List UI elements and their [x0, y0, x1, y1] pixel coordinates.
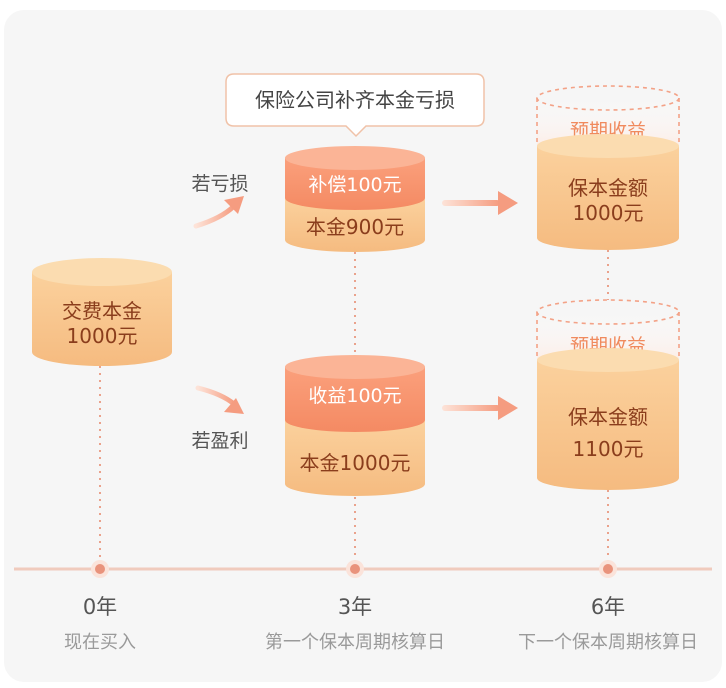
result-profit-guaranteed-amount: 1100元	[573, 437, 644, 461]
result-loss-guaranteed-label: 保本金额	[568, 176, 648, 200]
scenario-arrow-up	[193, 196, 244, 229]
timeline-dot-6	[599, 560, 617, 578]
start-principal-amount: 1000元	[67, 324, 138, 348]
timeline-dot-3	[346, 560, 364, 578]
result-loss-cylinder: 预期收益 保本金额 1000元	[536, 85, 680, 250]
callout-text: 保险公司补齐本金亏损	[255, 88, 455, 112]
scenario-profit-label: 若盈利	[191, 430, 248, 452]
timeline-year-0: 0年	[83, 595, 117, 619]
scenario-loss-label: 若亏损	[191, 173, 248, 195]
timeline-desc-0: 现在买入	[64, 632, 136, 653]
profit-cylinder: 收益100元 本金1000元	[285, 355, 425, 496]
timeline-dot-0	[91, 560, 109, 578]
scenario-arrow-down	[195, 385, 244, 414]
vertical-connectors	[99, 250, 609, 562]
timeline-year-3: 3年	[338, 595, 372, 619]
loss-principal-label: 本金900元	[306, 215, 404, 239]
timeline-desc-6: 下一个保本周期核算日	[518, 632, 698, 653]
result-loss-guaranteed-amount: 1000元	[573, 201, 644, 225]
arrow-loss-to-result	[442, 191, 518, 215]
loss-cylinder: 补偿100元 本金900元	[285, 146, 425, 252]
loss-compensation-label: 补偿100元	[308, 174, 401, 196]
timeline-desc-3: 第一个保本周期核算日	[265, 632, 445, 653]
start-cylinder: 交费本金 1000元	[32, 258, 172, 366]
arrow-profit-to-result	[442, 396, 518, 420]
result-profit-cylinder: 预期收益 保本金额 1100元	[536, 299, 680, 490]
callout-bubble: 保险公司补齐本金亏损	[225, 73, 485, 138]
start-principal-label: 交费本金	[62, 299, 142, 323]
timeline-year-6: 6年	[591, 595, 625, 619]
timeline: 0年 现在买入 3年 第一个保本周期核算日 6年 下一个保本周期核算日	[14, 560, 712, 653]
result-profit-guaranteed-label: 保本金额	[568, 405, 648, 429]
profit-principal-label: 本金1000元	[300, 451, 411, 475]
profit-gain-label: 收益100元	[308, 385, 401, 407]
